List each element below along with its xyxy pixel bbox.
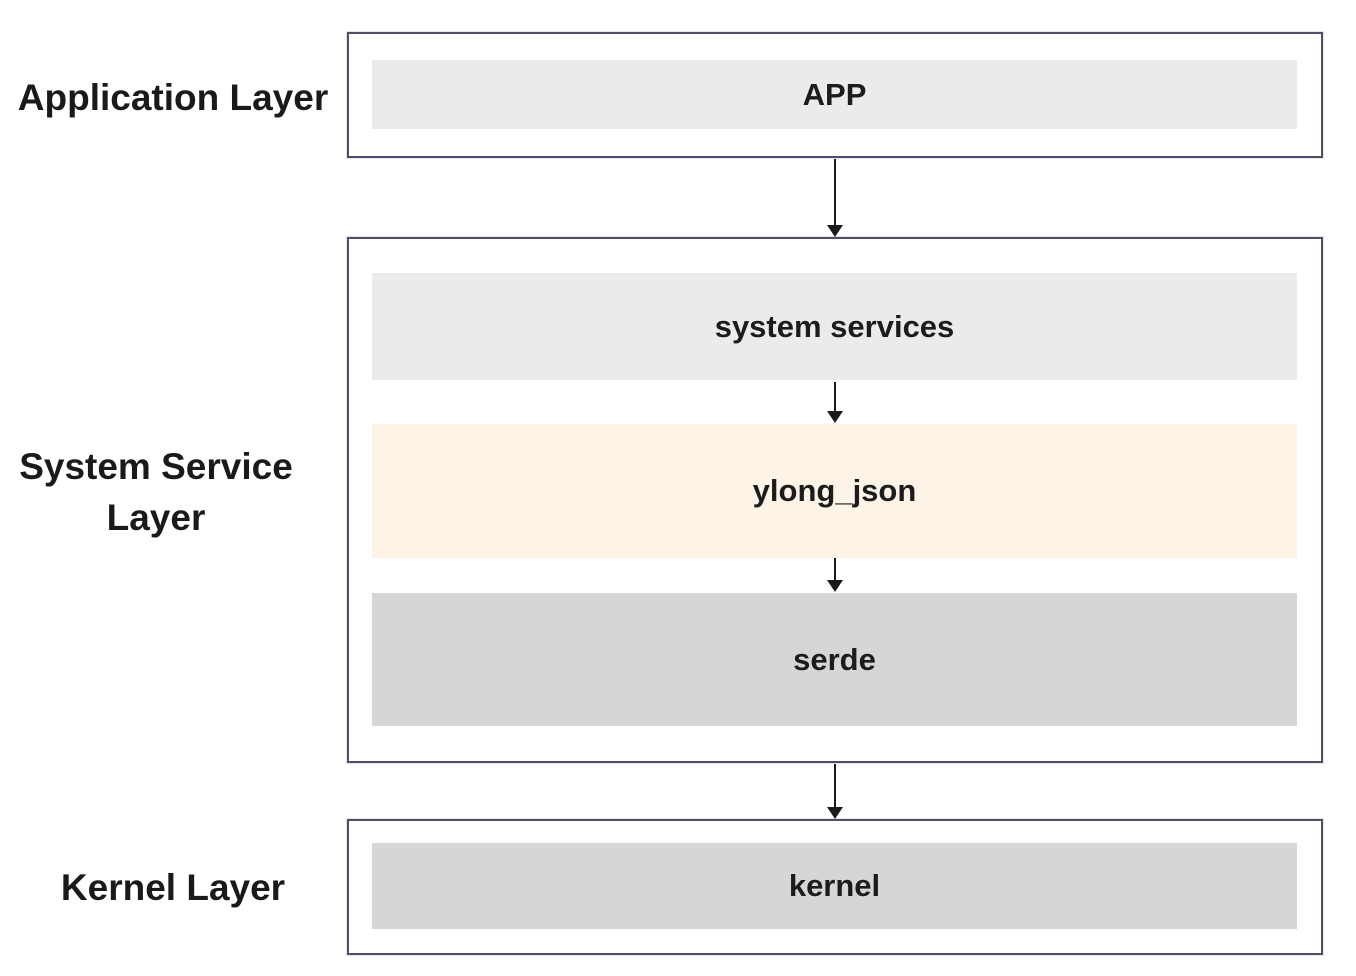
application-layer-label: Application Layer: [17, 77, 329, 118]
kernel-layer-box: kernel: [347, 819, 1323, 955]
ylong-json-node: ylong_json: [372, 424, 1297, 558]
app-node: APP: [372, 60, 1297, 129]
application-layer-box: APP: [347, 32, 1323, 158]
arrow-system-services-to-ylong-json-icon: [827, 382, 843, 423]
serde-node: serde: [372, 593, 1297, 726]
system-services-node: system services: [372, 273, 1297, 380]
arrow-serde-to-kernel-icon: [827, 764, 843, 819]
kernel-node: kernel: [372, 843, 1297, 929]
arrow-app-to-system-services-icon: [827, 159, 843, 237]
system-service-layer-label: System Service Layer: [19, 446, 293, 538]
arrow-ylong-json-to-serde-icon: [827, 558, 843, 592]
kernel-layer-label: Kernel Layer: [60, 867, 286, 908]
system-service-layer-box: system services ylong_json serde: [347, 237, 1323, 763]
